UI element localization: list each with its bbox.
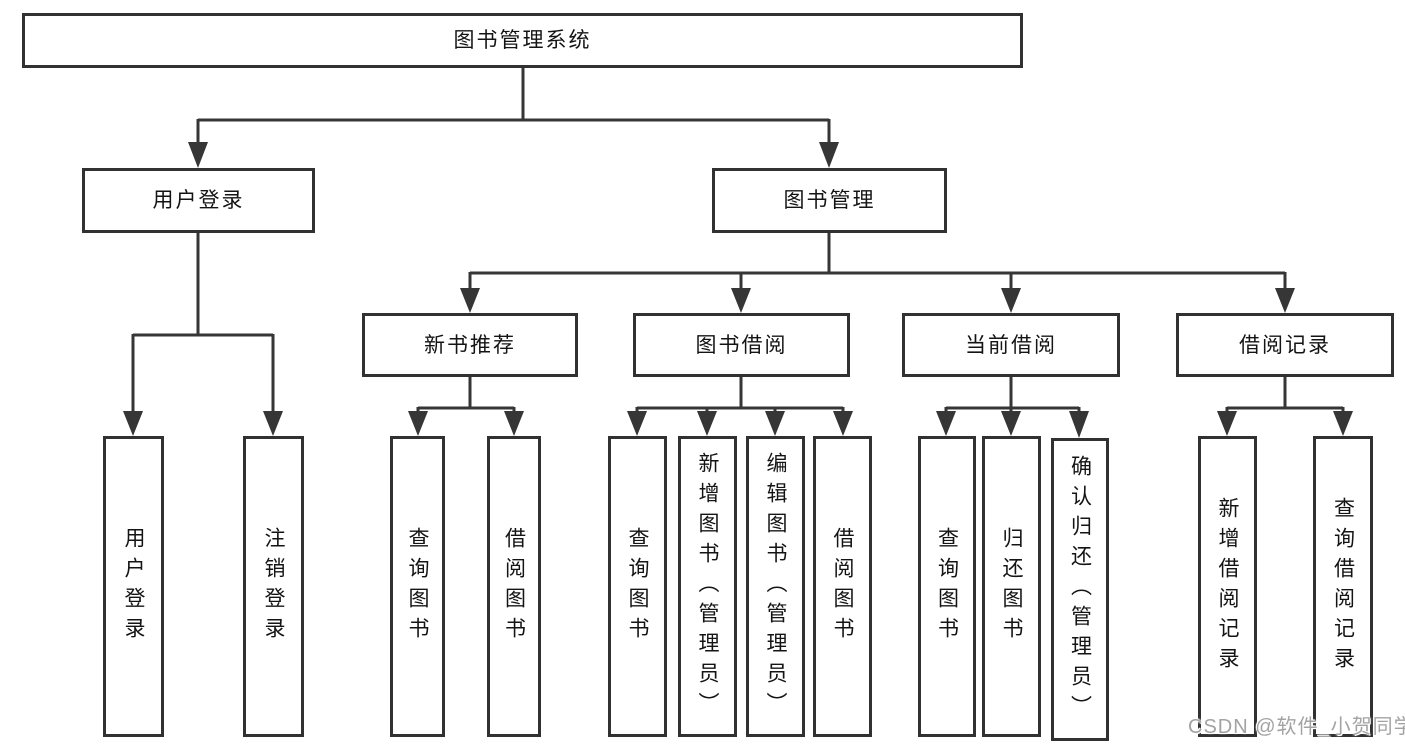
node-user-login: 用户登录	[82, 168, 315, 233]
node-label: 用户登录	[152, 189, 245, 212]
arrow-leaf-borrow1	[504, 411, 524, 436]
node-label: 确认归还（管理员）	[1068, 454, 1092, 725]
arrow-leaf-confirm-return	[1069, 411, 1089, 438]
node-label: 借阅图书	[502, 526, 526, 647]
leaf-edit-book-admin: 编辑图书（管理员）	[746, 436, 805, 737]
edge-book-mgmt-children	[468, 232, 1287, 291]
node-current-borrow: 当前借阅	[902, 313, 1120, 377]
node-label: 查询图书	[626, 526, 649, 647]
leaf-add-book-admin: 新增图书（管理员）	[678, 436, 737, 737]
leaf-query-books-1: 查询图书	[390, 436, 445, 737]
arrow-leaf-query1	[408, 411, 428, 436]
node-book-management: 图书管理	[712, 168, 947, 233]
arrow-leaf-query3	[936, 411, 956, 436]
leaf-user-login: 用户登录	[103, 436, 164, 737]
node-root-system: 图书管理系统	[22, 13, 1023, 68]
node-label: 查询图书	[406, 526, 429, 647]
leaf-logout: 注销登录	[243, 436, 304, 737]
node-label: 注销登录	[262, 526, 285, 647]
node-label: 借阅记录	[1239, 333, 1331, 357]
node-label: 借阅图书	[831, 526, 854, 647]
arrow-current-borrow	[1001, 288, 1021, 313]
edge-borrow-record-children	[1225, 377, 1345, 415]
arrow-user-login	[188, 142, 208, 168]
node-book-borrow: 图书借阅	[633, 313, 850, 377]
leaf-return-book: 归还图书	[982, 436, 1041, 737]
arrow-leaf-borrow2	[833, 411, 853, 436]
arrow-borrow-record	[1275, 288, 1295, 313]
leaf-add-borrow-record: 新增借阅记录	[1198, 436, 1257, 737]
leaf-confirm-return-admin: 确认归还（管理员）	[1051, 438, 1109, 741]
node-label: 用户登录	[122, 526, 145, 647]
arrow-leaf-login	[123, 411, 143, 436]
arrow-book-mgmt	[819, 142, 839, 168]
node-label: 图书借阅	[695, 333, 788, 357]
edge-book-borrow-children	[635, 377, 845, 415]
leaf-query-books-3: 查询图书	[918, 436, 976, 737]
node-label: 新增图书（管理员）	[696, 451, 719, 722]
node-borrow-records: 借阅记录	[1176, 313, 1394, 377]
edge-root-to-level2	[196, 68, 831, 146]
node-label: 图书管理	[783, 189, 876, 212]
leaf-query-books-2: 查询图书	[608, 436, 667, 737]
arrow-leaf-logout	[263, 411, 283, 436]
node-label: 新增借阅记录	[1216, 496, 1239, 677]
arrow-leaf-query-record	[1333, 411, 1353, 436]
leaf-query-borrow-record: 查询借阅记录	[1313, 436, 1373, 737]
leaf-borrow-books-2: 借阅图书	[813, 436, 872, 737]
arrow-leaf-query2	[627, 411, 647, 436]
node-label: 编辑图书（管理员）	[764, 451, 787, 722]
arrow-leaf-add-book	[697, 411, 717, 436]
arrowheads	[123, 142, 1353, 438]
arrow-new-book	[460, 288, 480, 313]
node-label: 新书推荐	[424, 333, 516, 357]
node-label: 归还图书	[1000, 526, 1023, 647]
edge-current-borrow-children	[944, 377, 1081, 415]
arrow-leaf-edit-book	[765, 411, 785, 436]
node-new-book-recommend: 新书推荐	[362, 313, 578, 377]
node-label: 查询借阅记录	[1331, 496, 1355, 677]
node-label: 当前借阅	[965, 333, 1057, 357]
arrow-leaf-return	[1001, 411, 1021, 436]
edge-user-login-children	[131, 232, 275, 414]
leaf-borrow-books-1: 借阅图书	[487, 436, 541, 737]
node-label: 图书管理系统	[453, 29, 592, 52]
edge-new-book-children	[416, 377, 516, 415]
arrow-book-borrow	[731, 288, 751, 313]
arrow-leaf-add-record	[1217, 411, 1237, 436]
node-label: 查询图书	[935, 526, 959, 647]
